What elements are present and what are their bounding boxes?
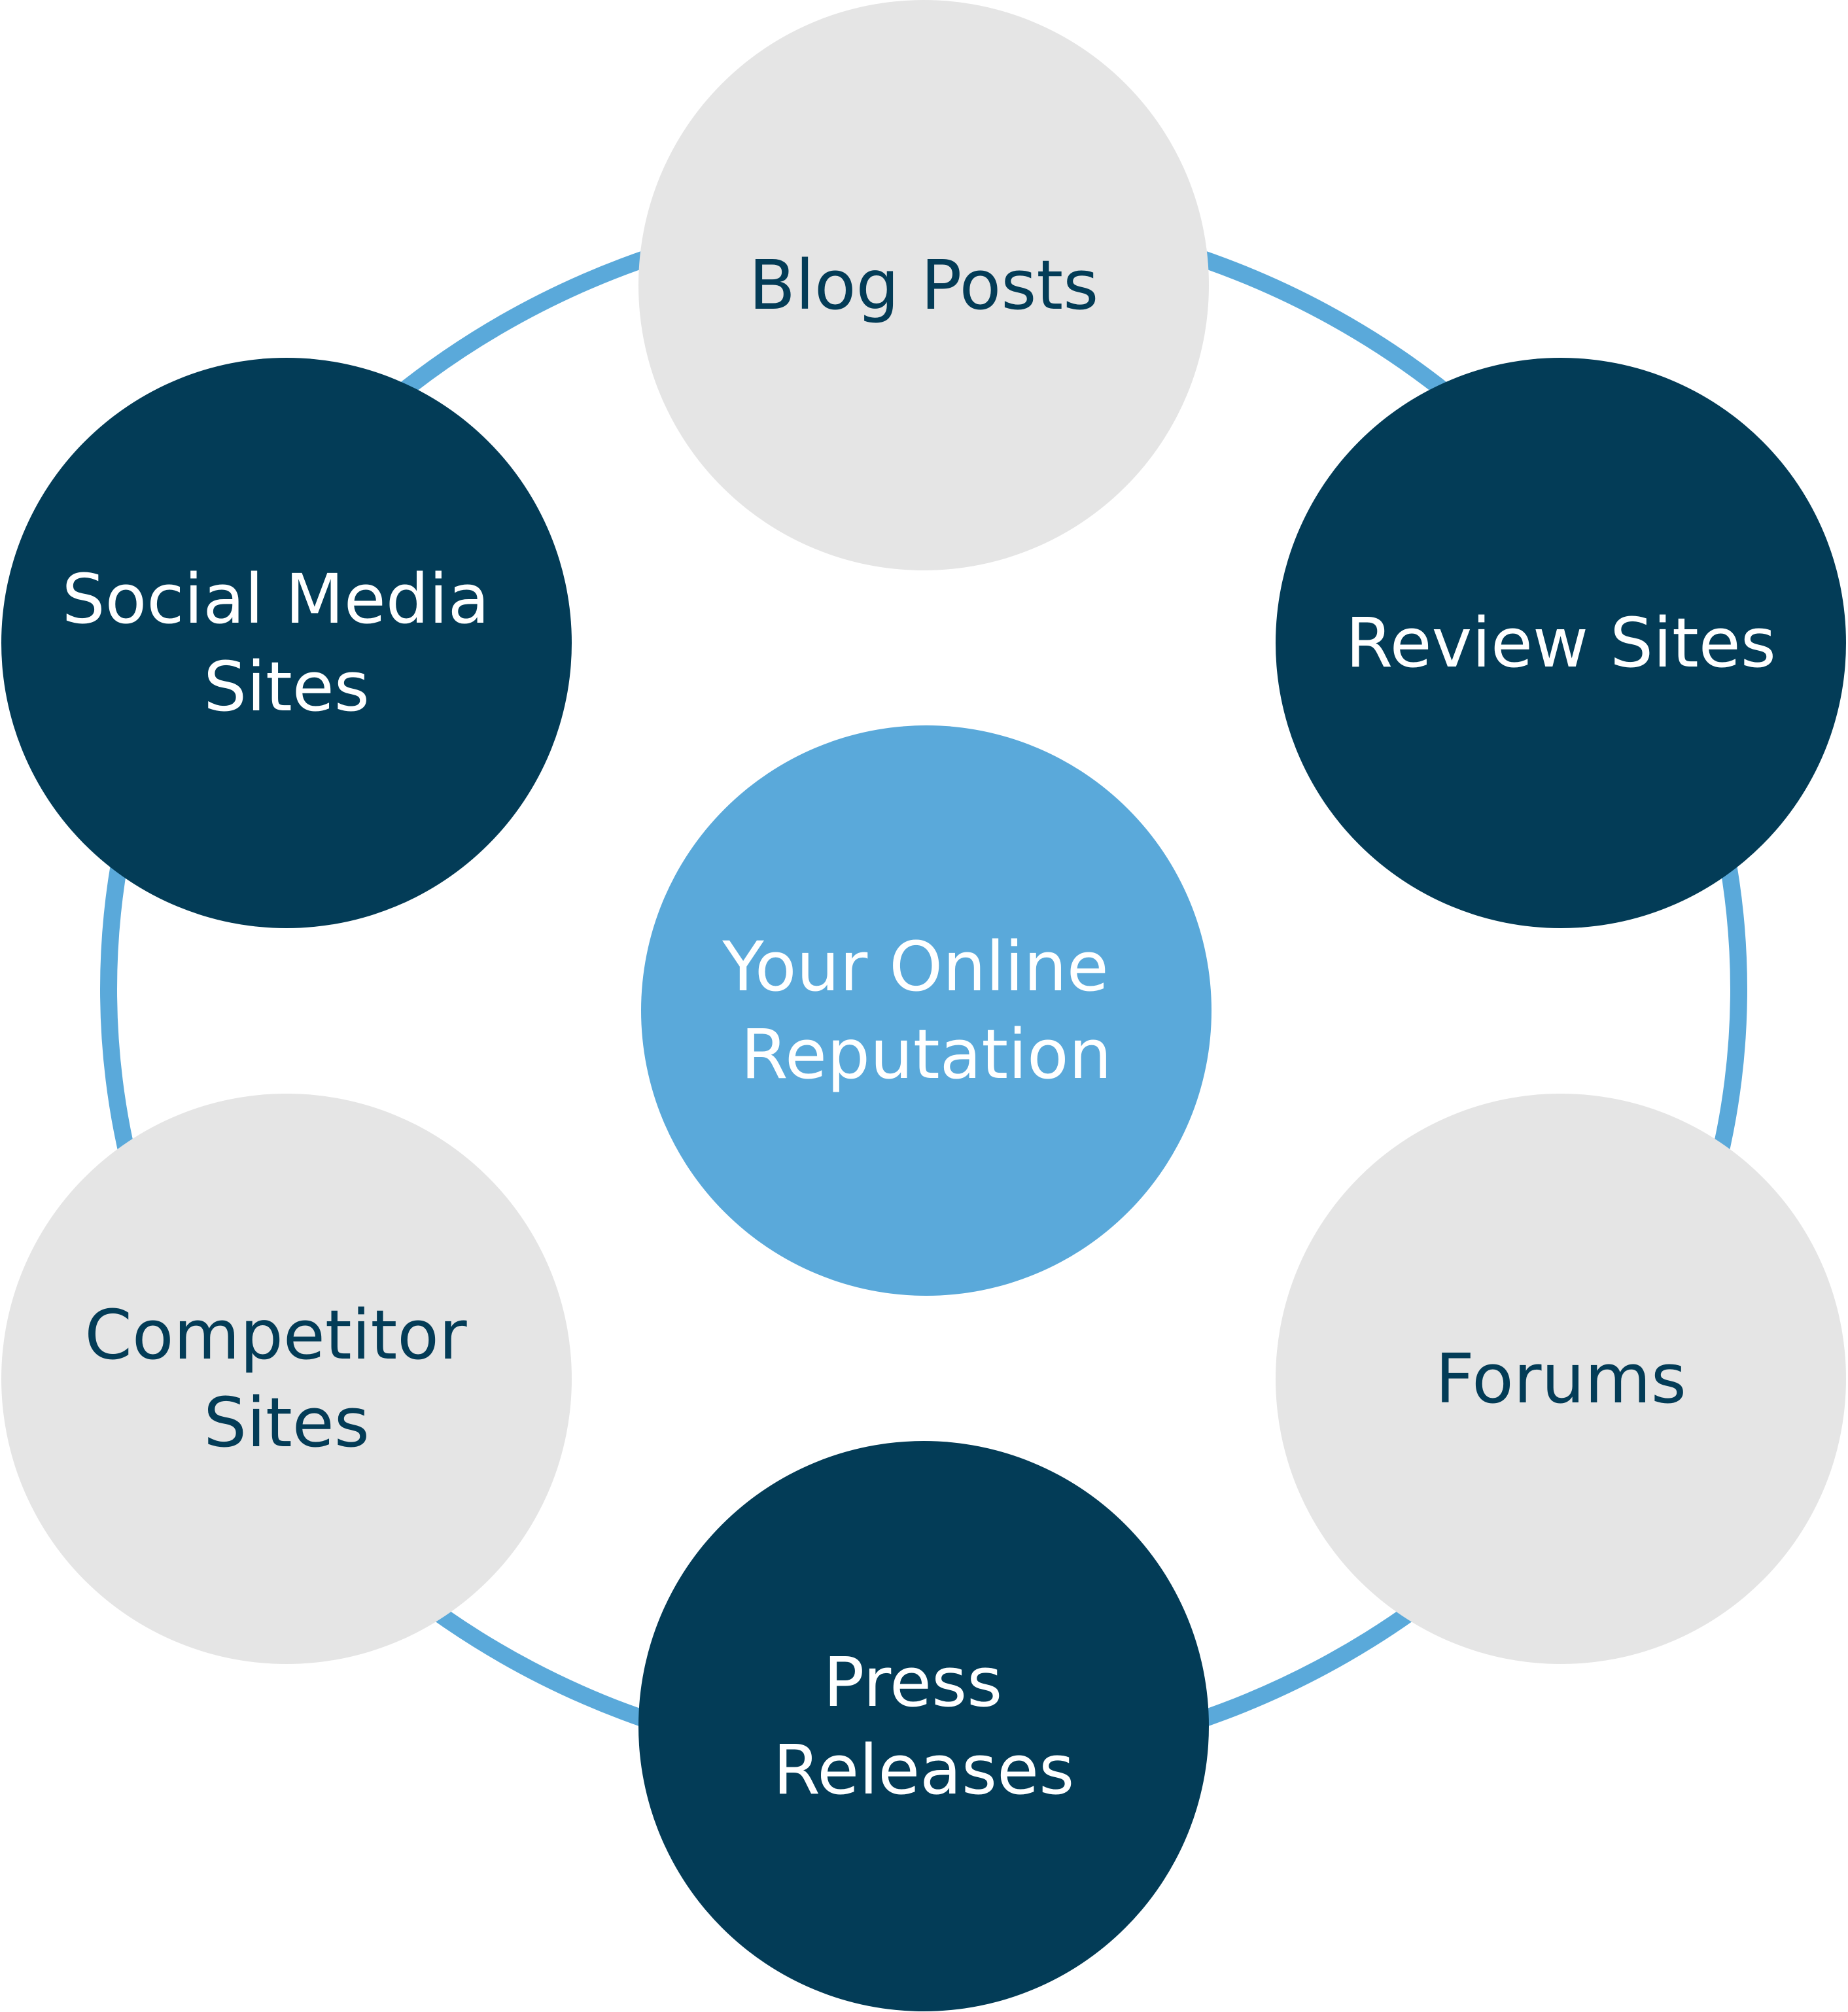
label-line: Forums — [1435, 1339, 1686, 1419]
node-circle — [638, 1441, 1209, 2011]
label-line: Press — [824, 1642, 1003, 1722]
node-label: Press Releases — [773, 1642, 1075, 1810]
node-blog-posts: Blog Posts — [638, 0, 1209, 570]
node-label: Competitor Sites — [84, 1295, 488, 1463]
node-social-media-sites: Social Media Sites — [1, 358, 572, 928]
label-line: Social Media — [62, 559, 490, 639]
node-circle — [1, 1094, 572, 1664]
node-label: Review Sites — [1346, 603, 1776, 683]
label-line: Releases — [773, 1730, 1075, 1810]
node-label: Social Media Sites — [62, 559, 512, 727]
node-circle — [1276, 358, 1846, 928]
node-label: Blog Posts — [749, 245, 1099, 325]
label-line: Reputation — [741, 1015, 1111, 1094]
node-label: Forums — [1435, 1339, 1686, 1419]
center-label: Your Online Reputation — [722, 927, 1130, 1094]
center-circle — [641, 725, 1212, 1296]
node-forums: Forums — [1276, 1094, 1846, 1664]
node-circle — [1, 358, 572, 928]
label-line: Your Online — [722, 927, 1109, 1007]
node-competitor-sites: Competitor Sites — [1, 1094, 572, 1664]
label-line: Blog Posts — [749, 245, 1099, 325]
node-circle — [638, 0, 1209, 570]
label-line: Sites — [203, 1383, 370, 1463]
label-line: Competitor — [84, 1295, 467, 1375]
node-press-releases: Press Releases — [638, 1441, 1209, 2011]
label-line: Sites — [203, 647, 370, 727]
node-circle — [1276, 1094, 1846, 1664]
label-line: Review Sites — [1346, 603, 1776, 683]
node-review-sites: Review Sites — [1276, 358, 1846, 928]
center-your-online-reputation: Your Online Reputation — [641, 725, 1212, 1296]
